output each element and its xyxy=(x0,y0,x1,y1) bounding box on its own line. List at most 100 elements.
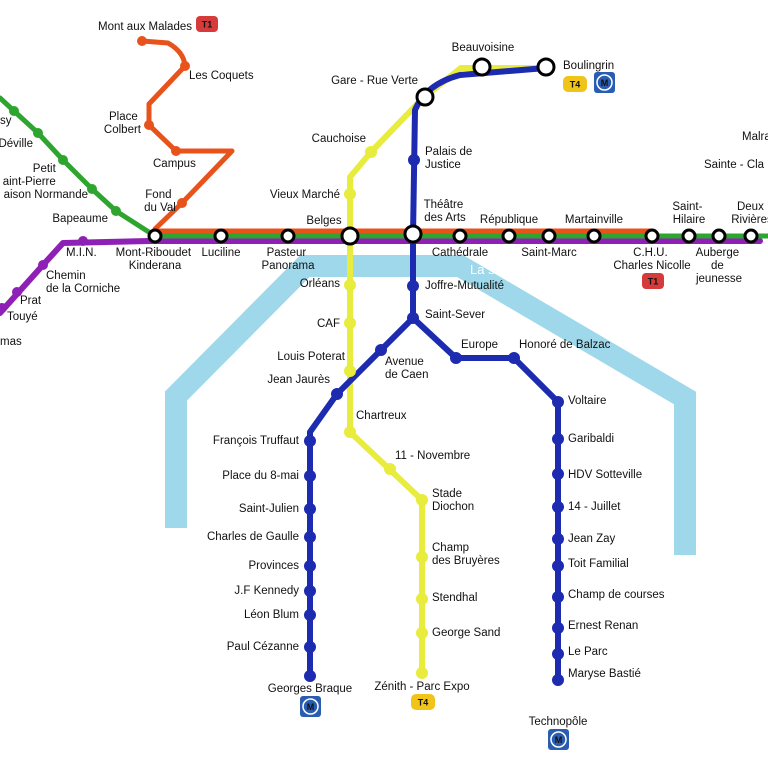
interchange-boulingrin xyxy=(536,57,556,77)
station-label: M.I.N. xyxy=(66,247,97,259)
stop-dot xyxy=(12,287,22,297)
station-label: Paul Cézanne xyxy=(227,641,299,653)
interchange-saint-hilaire xyxy=(681,228,697,244)
stop-dot xyxy=(416,667,428,679)
stop-dot xyxy=(375,344,387,356)
station-label: Louis Poterat xyxy=(277,351,346,363)
station-label: Provinces xyxy=(249,560,300,572)
station-label: Ernest Renan xyxy=(568,620,638,632)
stop-dot xyxy=(144,120,154,130)
station-label: Prat xyxy=(20,295,42,307)
station-label: Pasteur Panorama xyxy=(261,247,315,272)
stop-dot xyxy=(416,593,428,605)
station-label: Europe xyxy=(461,339,498,351)
station-label: Fond du Val xyxy=(144,189,176,214)
station-label: Toit Familial xyxy=(568,558,629,570)
station-label: Champ des Bruyères xyxy=(432,542,500,567)
station-label: Déville xyxy=(0,138,33,150)
station-label: François Truffaut xyxy=(213,435,300,447)
badge-metro-technopole: M xyxy=(548,729,569,750)
badge-t1-label: T1 xyxy=(202,20,213,30)
stop-dot xyxy=(58,155,68,165)
station-label: Garibaldi xyxy=(568,433,614,445)
station-label: Maryse Bastié xyxy=(568,668,641,680)
station-label: 14 - Juillet xyxy=(568,501,621,513)
station-label: Technopôle xyxy=(529,716,588,728)
station-label: Jean Jaurès xyxy=(267,374,330,386)
interchanges xyxy=(147,57,759,246)
stop-dot xyxy=(304,641,316,653)
station-label: Saint-Sever xyxy=(425,309,485,321)
interchange-deux-rivieres xyxy=(743,228,759,244)
badge-t1-label: T1 xyxy=(648,277,659,287)
interchange-republique xyxy=(501,228,517,244)
stop-dot xyxy=(344,426,356,438)
stop-dot xyxy=(33,128,43,138)
interchange-auberge xyxy=(711,228,727,244)
stop-dot xyxy=(137,36,147,46)
stop-dot xyxy=(407,280,419,292)
stop-dot xyxy=(9,106,19,116)
station-label: Mont-Riboudet Kinderana xyxy=(116,247,195,272)
station-label: Boulingrin xyxy=(563,60,614,72)
route-t2 xyxy=(0,95,768,239)
station-label: Voltaire xyxy=(568,395,606,407)
station-label: Campus xyxy=(153,158,196,170)
stop-dot xyxy=(552,560,564,572)
station-label: Joffre-Mutualité xyxy=(425,280,504,292)
interchange-cathedrale xyxy=(452,228,468,244)
badge-metro-georges-braque: M xyxy=(300,696,321,717)
stop-dot xyxy=(344,188,356,200)
stop-dot xyxy=(416,494,428,506)
station-label: Vieux Marché xyxy=(270,189,340,201)
stop-dot xyxy=(508,352,520,364)
station-label: Les Coquets xyxy=(189,70,254,82)
interchange-theatre-des-arts xyxy=(403,224,423,244)
interchange-belges xyxy=(340,226,360,246)
interchange-gare-rue-verte xyxy=(415,87,435,107)
stop-dot xyxy=(416,551,428,563)
stop-dot xyxy=(552,622,564,634)
station-label: Georges Braque xyxy=(268,683,352,695)
station-label: Saint-Julien xyxy=(239,503,299,515)
station-label: Stendhal xyxy=(432,592,477,604)
stop-dot xyxy=(365,146,377,158)
station-label: Auberge de jeunesse xyxy=(695,247,742,285)
stop-dot xyxy=(304,435,316,447)
station-label: République xyxy=(480,214,538,226)
stop-dot xyxy=(552,501,564,513)
stop-dot xyxy=(552,468,564,480)
station-label: Luciline xyxy=(202,247,241,259)
station-label: Charles de Gaulle xyxy=(207,531,299,543)
metro-icon: M xyxy=(555,735,563,745)
station-label: Sainte - Cla xyxy=(704,159,765,171)
station-label: Martainville xyxy=(565,214,623,226)
interchange-luciline xyxy=(213,228,229,244)
stop-dot xyxy=(331,388,343,400)
station-label: Zénith - Parc Expo xyxy=(374,681,469,693)
river-label: La seine xyxy=(470,262,519,277)
metro-icon: M xyxy=(601,78,609,88)
stop-dot xyxy=(304,560,316,572)
interchange-saint-marc xyxy=(541,228,557,244)
station-label: Chemin de la Corniche xyxy=(46,270,120,295)
station-label: Deux Rivières xyxy=(731,201,768,226)
station-label: Stade Diochon xyxy=(432,488,474,513)
station-label: Touyé xyxy=(7,311,38,323)
station-label: CAF xyxy=(317,318,340,330)
river-seine xyxy=(165,255,696,555)
stop-dot xyxy=(304,585,316,597)
station-label: Bapeaume xyxy=(52,213,108,225)
stop-dot xyxy=(384,463,396,475)
station-label: Champ de courses xyxy=(568,589,665,601)
stop-dot xyxy=(87,184,97,194)
stop-dot xyxy=(552,591,564,603)
station-label: Mont aux Malades xyxy=(98,21,192,33)
station-label: Cathédrale xyxy=(432,247,488,259)
station-label: J.F Kennedy xyxy=(234,585,299,597)
station-label: Chartreux xyxy=(356,410,407,422)
badge-t4-boulingrin: T4 xyxy=(563,76,587,92)
stop-dot xyxy=(450,352,462,364)
station-label: Gare - Rue Verte xyxy=(331,75,418,87)
